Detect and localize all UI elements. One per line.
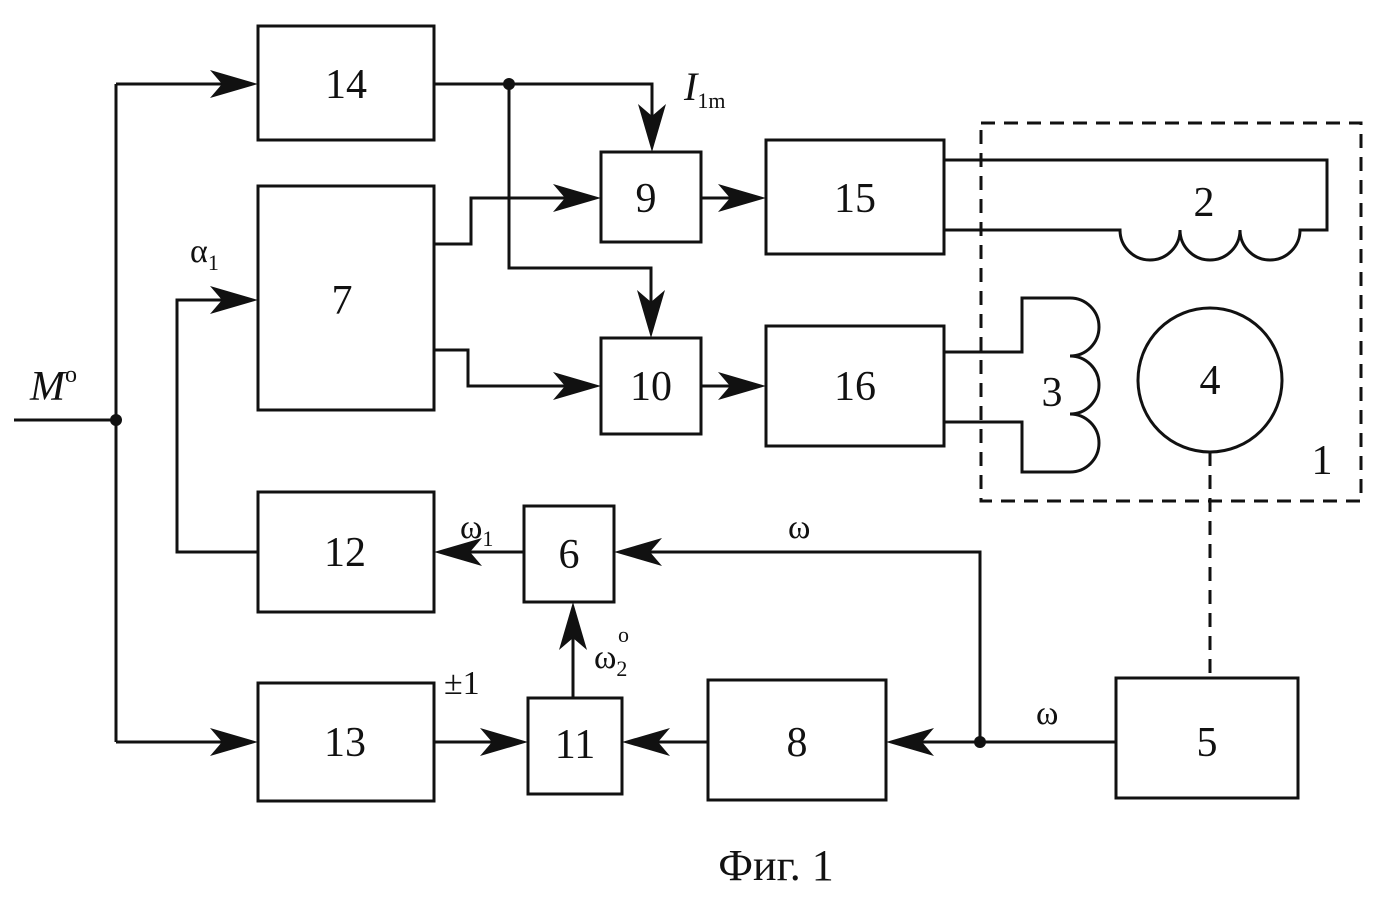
wire-7-to-10	[434, 350, 569, 386]
signal-m-zero: Mo	[29, 362, 77, 410]
label-7: 7	[332, 278, 353, 324]
signal-omega1: ω1	[460, 509, 493, 551]
signal-omega-top: ω	[788, 509, 810, 546]
label-3: 3	[1042, 370, 1063, 416]
label-4: 4	[1200, 358, 1221, 404]
winding-3	[944, 298, 1099, 472]
label-6: 6	[559, 532, 580, 578]
machine-enclosure	[981, 123, 1361, 501]
label-1: 1	[1312, 438, 1333, 484]
signal-alpha1: α1	[190, 233, 219, 275]
signal-omega2-zero: ω2o	[594, 622, 629, 681]
figure-caption: Фиг. 1	[718, 841, 833, 890]
label-5: 5	[1197, 720, 1218, 766]
signal-i1m: I1m	[683, 64, 725, 113]
wire-14-out	[434, 84, 652, 120]
label-2: 2	[1194, 180, 1215, 226]
signal-omega-bottom: ω	[1036, 695, 1058, 732]
label-13: 13	[324, 720, 366, 766]
label-11: 11	[555, 722, 595, 768]
label-9: 9	[636, 176, 657, 222]
wire-12-to-7	[177, 300, 258, 552]
label-14: 14	[325, 62, 367, 108]
junction-dot	[974, 736, 986, 748]
wire-7-to-9	[434, 198, 569, 244]
junction-dot	[110, 414, 122, 426]
label-15: 15	[834, 176, 876, 222]
label-12: 12	[324, 530, 366, 576]
signal-plus-minus-one: ±1	[444, 665, 480, 702]
junction-dot	[503, 78, 515, 90]
label-8: 8	[787, 720, 808, 766]
winding-2	[944, 160, 1327, 260]
label-16: 16	[834, 364, 876, 410]
label-10: 10	[630, 364, 672, 410]
